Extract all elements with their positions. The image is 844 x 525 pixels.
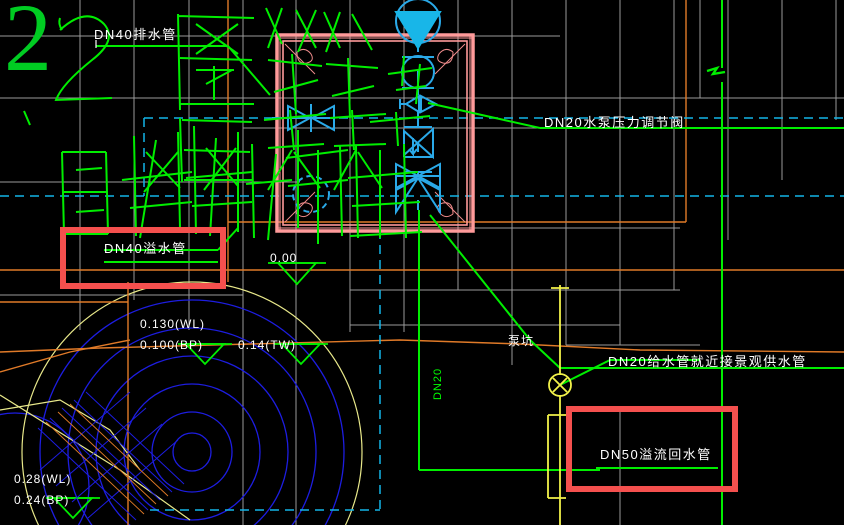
label-dn50-overflow-return-pipe: DN50溢流回水管 <box>600 447 712 462</box>
elevation-basin-pool-upper: 0.100(BP) <box>140 338 204 352</box>
highlight-boxes[interactable] <box>60 227 738 492</box>
elevation-markers <box>46 262 328 520</box>
label-dn40-drain-pipe: DN40排水管 <box>94 27 177 42</box>
big-annotation-number: 2 <box>4 0 52 91</box>
fountain-concentric-circles <box>0 299 345 525</box>
piping-valve-assembly <box>272 0 442 216</box>
label-pump-pit: 泵坑 <box>508 334 535 348</box>
label-datum-elevation: 0.00 <box>270 251 298 265</box>
elevation-basin-pool-lower: 0.24(BP) <box>14 493 70 507</box>
planting-hatch-orange <box>45 403 169 515</box>
elevation-top-of-wall: 0.14(TW) <box>238 338 297 352</box>
label-dn20-supply-pipe: DN20给水管就近接景观供水管 <box>608 354 807 369</box>
handwritten-annotation-top <box>54 7 433 191</box>
planting-hatch <box>37 391 185 521</box>
green-pipe-network <box>96 0 844 525</box>
handwritten-annotation-middle <box>23 110 431 244</box>
yellow-service-line <box>547 285 572 525</box>
label-dn20-pump-pressure-valve: DN20水泵压力调节阀 <box>544 115 685 130</box>
label-dn40-overflow-pipe: DN40溢水管 <box>104 241 187 256</box>
elevation-water-level-upper: 0.130(WL) <box>140 317 206 331</box>
elevation-water-level-lower: 0.28(WL) <box>14 472 72 486</box>
label-vertical-dn20: DN20 <box>432 367 444 400</box>
